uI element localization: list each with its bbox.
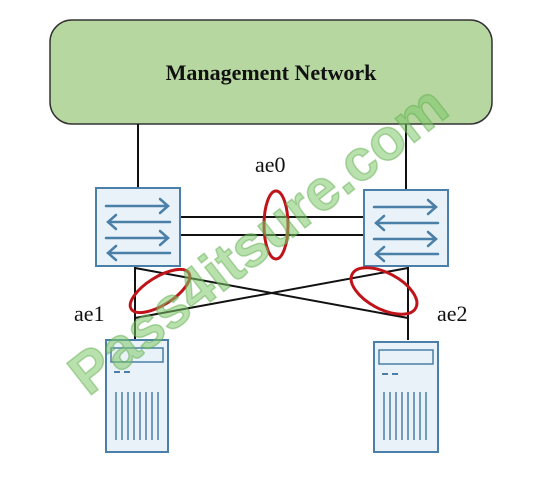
ae0-highlight xyxy=(262,189,290,261)
ae0-label: ae0 xyxy=(255,152,286,177)
ae2-highlight xyxy=(349,266,419,316)
management-network-label: Management Network xyxy=(166,60,378,85)
switch-icon xyxy=(95,187,181,267)
ae1-label: ae1 xyxy=(74,301,105,326)
management-network-node: Management Network xyxy=(49,19,493,125)
lag-highlights xyxy=(128,189,419,316)
switch-icon xyxy=(363,189,449,267)
right-switch-to-left-server xyxy=(134,267,409,319)
server-icon xyxy=(373,341,439,453)
ae2-label: ae2 xyxy=(437,301,468,326)
management-network-box xyxy=(49,19,493,125)
ae1-highlight xyxy=(128,267,192,315)
server-icon xyxy=(105,339,169,453)
links xyxy=(134,124,409,340)
